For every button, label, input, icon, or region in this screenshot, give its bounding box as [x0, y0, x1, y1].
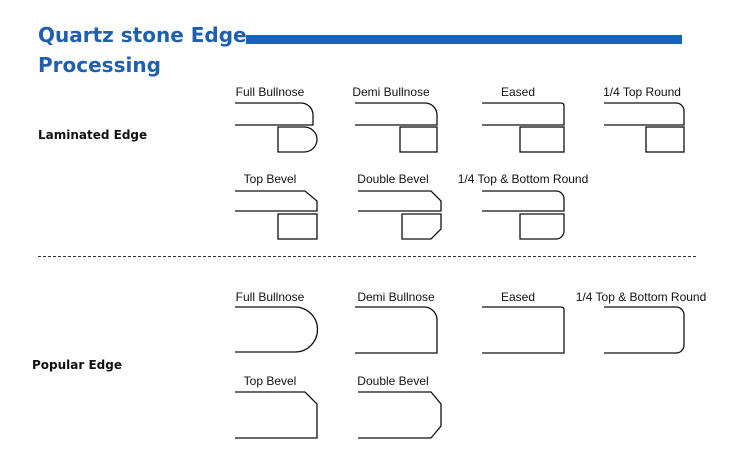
popular-double-bevel-label: Double Bevel: [357, 374, 429, 388]
laminated-edge-label: Laminated Edge: [38, 128, 148, 142]
popular-quarter-top-bottom-round-label: 1/4 Top & Bottom Round: [575, 290, 707, 304]
section-divider: [38, 256, 696, 257]
popular-eased-profile: [482, 306, 565, 354]
page-title-line-2: Processing: [38, 53, 161, 77]
popular-demi-bullnose-profile: [355, 306, 438, 354]
laminated-demi-bullnose-profile: [355, 102, 438, 153]
laminated-quarter-top-bottom-round-profile: [482, 190, 565, 240]
laminated-double-bevel-profile: [358, 190, 442, 240]
laminated-top-bevel-label: Top Bevel: [243, 172, 297, 186]
laminated-eased-label: Eased: [500, 85, 536, 99]
laminated-quarter-top-round-profile: [604, 102, 685, 153]
popular-top-bevel-label: Top Bevel: [243, 374, 297, 388]
laminated-top-bevel-profile: [235, 190, 318, 240]
popular-full-bullnose-label: Full Bullnose: [235, 290, 305, 304]
page-title: Quartz stone Edge Processing: [38, 20, 247, 80]
laminated-eased-profile: [482, 102, 565, 153]
popular-double-bevel-profile: [358, 391, 442, 439]
popular-demi-bullnose-label: Demi Bullnose: [357, 290, 435, 304]
laminated-double-bevel-label: Double Bevel: [357, 172, 429, 186]
popular-quarter-top-bottom-round-profile: [604, 306, 685, 354]
popular-eased-label: Eased: [500, 290, 536, 304]
laminated-full-bullnose-label: Full Bullnose: [235, 85, 305, 99]
laminated-quarter-top-bottom-round-label: 1/4 Top & Bottom Round: [457, 172, 589, 186]
laminated-full-bullnose-profile: [235, 102, 318, 153]
page-title-line-1: Quartz stone Edge: [38, 23, 247, 47]
popular-edge-label: Popular Edge: [32, 358, 122, 372]
title-accent-bar: [246, 35, 682, 44]
popular-top-bevel-profile: [235, 391, 318, 439]
laminated-quarter-top-round-label: 1/4 Top Round: [603, 85, 681, 99]
laminated-demi-bullnose-label: Demi Bullnose: [352, 85, 430, 99]
popular-full-bullnose-profile: [235, 306, 319, 353]
